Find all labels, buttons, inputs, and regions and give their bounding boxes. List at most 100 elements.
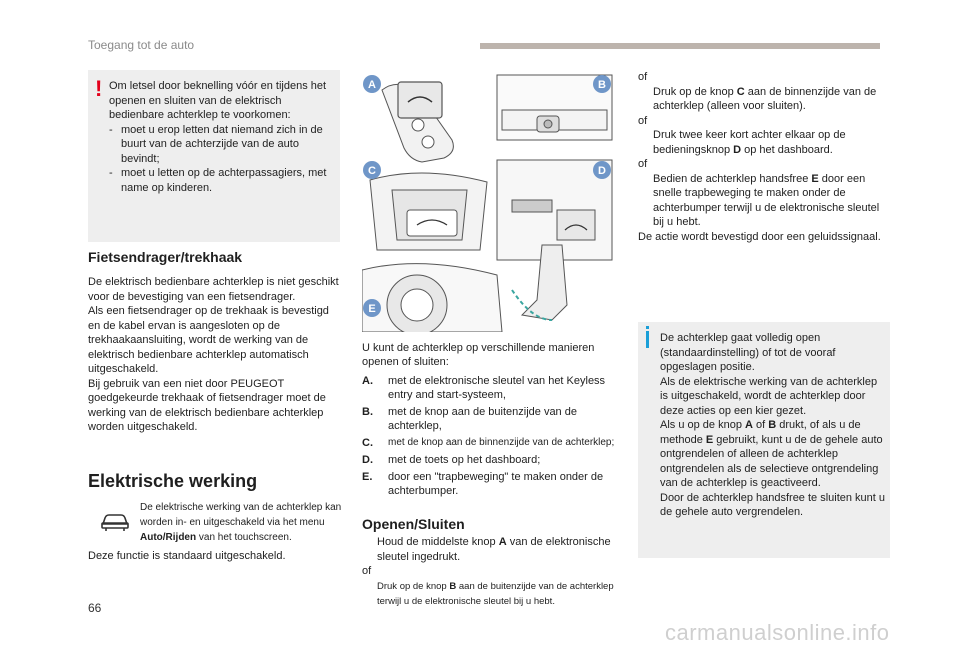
checkbox-icon bbox=[362, 535, 377, 564]
step-text-part: Druk op de knop bbox=[653, 85, 737, 98]
key-button-zoom bbox=[397, 81, 443, 119]
step-text: Druk twee keer kort achter elkaar op de … bbox=[653, 128, 888, 157]
label-c-circle bbox=[363, 161, 381, 179]
bike-paragraph: De elektrisch bedienbare achterklep is n… bbox=[88, 276, 339, 303]
warning-item: - moet u letten op de achterpassagiers, … bbox=[109, 166, 335, 195]
info-text-part: gebruikt, kunt u de de gehele auto ontgr… bbox=[660, 433, 883, 490]
bike-paragraph: Als een fietsendrager op de trekhaak is … bbox=[88, 305, 329, 375]
info-paragraph: Als u op de knop A of B drukt, of als u … bbox=[660, 418, 886, 491]
method-key: E. bbox=[362, 471, 373, 483]
bike-paragraph: Bij gebruik van een niet door PEUGEOT go… bbox=[88, 377, 326, 434]
step-text-part: aan de buitenzijde van de achterklep ter… bbox=[377, 580, 614, 607]
warning-icon: ! bbox=[95, 76, 103, 101]
tailgate-illustration: A B C D E bbox=[362, 74, 613, 332]
method-text: door een "trapbeweging" te maken onder d… bbox=[388, 471, 604, 497]
step-text-part: aan de binnenzijde van de achterklep (al… bbox=[653, 85, 877, 113]
info-paragraph: De achterklep gaat volledig open (standa… bbox=[660, 332, 836, 373]
method-key: D. bbox=[362, 454, 373, 466]
method-text: met de knop aan de binnenzijde van de ac… bbox=[388, 437, 615, 448]
step-key: D bbox=[733, 143, 742, 156]
step-text: Druk op de knop B aan de buitenzijde van… bbox=[377, 579, 620, 609]
or-text: of bbox=[638, 114, 648, 127]
step-key: C bbox=[736, 85, 745, 98]
illustration-labels: A B C D E bbox=[363, 75, 611, 317]
open-close-heading: Openen/Sluiten bbox=[362, 516, 465, 532]
step-text-part: Bedien de achterklep handsfree bbox=[653, 172, 812, 185]
checkbox-icon bbox=[638, 128, 653, 157]
electric-menu-name: Auto/Rijden bbox=[140, 532, 197, 543]
info-text: De achterklep gaat volledig open (standa… bbox=[660, 331, 886, 520]
warning-item-text: moet u letten op de achterpassagiers, me… bbox=[121, 167, 327, 194]
page-header-bar bbox=[480, 43, 880, 49]
info-key: B bbox=[768, 419, 777, 431]
method-key: C. bbox=[362, 437, 373, 449]
tailgate-exterior-drawing bbox=[496, 74, 613, 141]
rear-bumper-drawing bbox=[362, 244, 568, 332]
label-b-circle bbox=[593, 75, 611, 93]
step-item: Houd de middelste knop A van de elektron… bbox=[362, 535, 620, 564]
step-key: E bbox=[811, 172, 819, 185]
warning-item-text: moet u erop letten dat niemand zich in d… bbox=[121, 123, 323, 165]
info-paragraph: Door de achterklep handsfree te sluiten … bbox=[660, 491, 886, 519]
page-header-title: Toegang tot de auto bbox=[88, 38, 195, 52]
warning-box: ! Om letsel door beknelling vóór en tijd… bbox=[88, 70, 340, 242]
step-text-part: door een snelle trapbeweging te maken on… bbox=[653, 172, 880, 229]
kick-motion-arrow bbox=[511, 289, 553, 321]
info-key: E bbox=[705, 433, 714, 446]
warning-intro: Om letsel door beknelling vóór en tijden… bbox=[109, 80, 327, 121]
step-key: A bbox=[498, 536, 507, 548]
methods-intro: U kunt de achterklep op verschillende ma… bbox=[362, 342, 595, 368]
warning-dash: - bbox=[109, 123, 113, 136]
label-e: E bbox=[368, 303, 375, 315]
label-a-circle bbox=[363, 75, 381, 93]
checkbox-icon bbox=[638, 172, 653, 230]
label-d: D bbox=[598, 165, 606, 177]
checkbox-icon bbox=[638, 85, 653, 114]
electric-heading: Elektrische werking bbox=[88, 471, 258, 491]
info-text-part: Als u op de knop bbox=[660, 419, 746, 431]
warning-item: - moet u erop letten dat niemand zich in… bbox=[109, 123, 335, 167]
label-e-circle bbox=[363, 299, 381, 317]
step-item: Druk op de knop C aan de binnenzijde van… bbox=[638, 85, 888, 114]
bike-heading: Fietsendrager/trekhaak bbox=[88, 249, 243, 265]
step-text-part: Druk twee keer kort achter elkaar op de … bbox=[653, 129, 846, 156]
info-icon bbox=[646, 326, 649, 348]
step-text-part: op het dashboard. bbox=[741, 143, 833, 156]
step-text: Houd de middelste knop A van de elektron… bbox=[377, 535, 620, 564]
label-a: A bbox=[368, 79, 376, 91]
method-item: C. met de knop aan de binnenzijde van de … bbox=[362, 436, 618, 450]
dashboard-drawing bbox=[496, 159, 613, 261]
confirm-text: De actie wordt bevestigd door een geluid… bbox=[638, 230, 881, 243]
warning-text: Om letsel door beknelling vóór en tijden… bbox=[109, 79, 335, 195]
label-d-circle bbox=[593, 161, 611, 179]
open-close-steps: Houd de middelste knop A van de elektron… bbox=[362, 535, 620, 609]
info-key: A bbox=[745, 419, 753, 431]
step-text: Bedien de achterklep handsfree E door ee… bbox=[653, 172, 888, 230]
info-box: De achterklep gaat volledig open (standa… bbox=[638, 322, 890, 558]
watermark-text: carmanualsonline.info bbox=[665, 620, 890, 645]
step-item: Bedien de achterklep handsfree E door ee… bbox=[638, 172, 888, 230]
method-key: A. bbox=[362, 375, 373, 387]
or-text: of bbox=[362, 565, 372, 577]
electric-text-part: De elektrische werking van de achterklep… bbox=[140, 502, 342, 528]
step-text-part: Druk op de knop bbox=[377, 580, 450, 592]
trunk-interior-drawing bbox=[369, 172, 488, 251]
step-key: B bbox=[449, 580, 457, 592]
bike-text: De elektrisch bedienbare achterklep is n… bbox=[88, 275, 340, 435]
method-item: B.met de knop aan de buitenzijde van de … bbox=[362, 405, 618, 433]
label-c: C bbox=[368, 165, 376, 177]
right-column-steps: of Druk op de knop C aan de binnenzijde … bbox=[638, 70, 888, 244]
or-text: of bbox=[638, 158, 648, 170]
info-paragraph: Als de elektrische werking van de achter… bbox=[660, 375, 878, 417]
electric-feature-text: De elektrische werking van de achterklep… bbox=[140, 500, 342, 545]
step-text-part: van de elektronische sleutel ingedrukt. bbox=[377, 536, 611, 563]
checkbox-icon bbox=[362, 579, 377, 609]
electric-default-text: Deze functie is standaard uitgeschakeld. bbox=[88, 550, 286, 562]
step-item: Druk twee keer kort achter elkaar op de … bbox=[638, 128, 888, 157]
method-item: A.met de elektronische sleutel van het K… bbox=[362, 374, 618, 402]
electric-text-part: van het touchscreen. bbox=[196, 532, 292, 543]
method-item: D.met de toets op het dashboard; bbox=[362, 453, 618, 467]
car-settings-icon bbox=[101, 514, 129, 531]
info-text-part: of bbox=[752, 419, 769, 431]
warning-dash: - bbox=[109, 167, 113, 179]
